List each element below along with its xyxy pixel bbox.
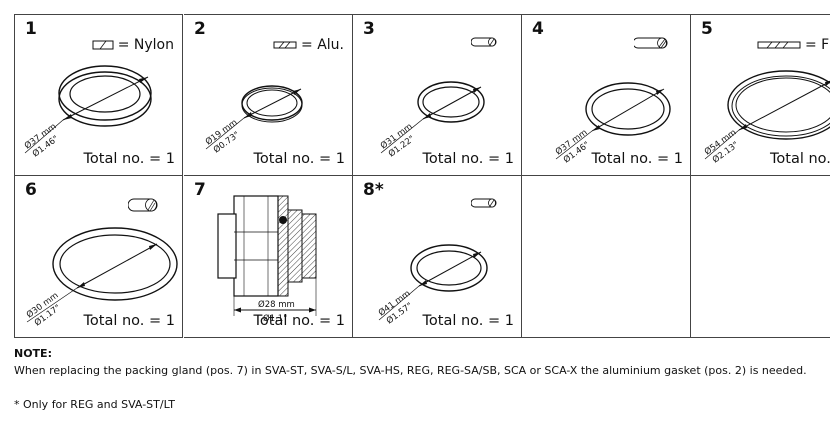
material-legend: = F bbox=[757, 37, 829, 53]
material-legend bbox=[128, 198, 162, 212]
part-cell-2: Ø19 mm Ø0.73" 2 = Alu. Total no. = 1 bbox=[184, 14, 353, 176]
part-cell-5: Ø54 mm Ø2.13" 5 = F Total no. bbox=[691, 14, 830, 176]
total-count: Total no. = 1 bbox=[83, 313, 175, 329]
part-number: 2 bbox=[194, 19, 206, 39]
part-cell-1: Ø37 mm Ø1.46" 1 = Nylon Total no. = 1 bbox=[14, 14, 183, 176]
part-number: 4 bbox=[532, 19, 544, 39]
material-legend: = Alu. bbox=[273, 37, 344, 53]
total-count: Total no. = 1 bbox=[422, 313, 514, 329]
dim-mm-7: Ø28 mm bbox=[258, 299, 295, 310]
total-count: Total no. = 1 bbox=[253, 313, 345, 329]
flat-gasket-drawing: Ø54 mm Ø2.13" bbox=[702, 70, 830, 165]
o-ring-drawing: Ø31 mm Ø1.22" bbox=[378, 81, 485, 159]
empty-cell bbox=[522, 176, 691, 338]
part-cell-3: Ø31 mm Ø1.22" 3 Total no. = 1 bbox=[353, 14, 522, 176]
o-ring-drawing: Ø30 mm Ø1.17" bbox=[24, 227, 178, 328]
flat-hatched-profile-icon bbox=[757, 41, 801, 49]
note-title: NOTE: bbox=[14, 347, 52, 360]
footnote: * Only for REG and SVA-ST/LT bbox=[14, 398, 175, 411]
parts-grid: Ø37 mm Ø1.46" 1 = Nylon Total no. = 1 Ø1… bbox=[14, 14, 830, 338]
flat-hatched-profile-icon bbox=[273, 41, 297, 49]
nylon-ring-drawing: Ø37 mm Ø1.46" bbox=[22, 65, 152, 159]
part-cell-7: Ø28 mm Ø1.1" 7 Total no. = 1 bbox=[184, 176, 353, 338]
material-legend: = Nylon bbox=[92, 37, 174, 53]
round-profile-icon bbox=[128, 198, 158, 212]
round-profile-icon bbox=[471, 37, 497, 47]
material-label: = Nylon bbox=[117, 37, 174, 53]
part-number: 8* bbox=[363, 180, 384, 200]
round-profile-icon bbox=[634, 37, 668, 49]
o-ring-drawing: Ø41 mm Ø1.57" bbox=[376, 244, 488, 326]
total-count: Total no. bbox=[770, 151, 830, 167]
dim-in-7: Ø1.1" bbox=[263, 313, 287, 324]
material-legend bbox=[634, 37, 672, 49]
part-number: 7 bbox=[194, 180, 206, 200]
total-count: Total no. = 1 bbox=[422, 151, 514, 167]
o-ring-drawing: Ø37 mm Ø1.46" bbox=[553, 82, 671, 165]
total-count: Total no. = 1 bbox=[253, 151, 345, 167]
material-legend bbox=[471, 198, 501, 208]
empty-cell bbox=[691, 176, 830, 338]
part-cell-6: Ø30 mm Ø1.17" 6 Total no. = 1 bbox=[14, 176, 183, 338]
part-number: 5 bbox=[701, 19, 713, 39]
aluminium-gasket-drawing: Ø19 mm Ø0.73" bbox=[203, 85, 303, 155]
round-profile-icon bbox=[471, 198, 497, 208]
part-number: 1 bbox=[25, 19, 37, 39]
part-cell-4: Ø37 mm Ø1.46" 4 Total no. = 1 bbox=[522, 14, 691, 176]
part-number: 3 bbox=[363, 19, 375, 39]
total-count: Total no. = 1 bbox=[83, 151, 175, 167]
part-number: 6 bbox=[25, 180, 37, 200]
material-legend bbox=[471, 37, 501, 47]
hatched-profile-icon bbox=[92, 40, 114, 50]
part-cell-8: Ø41 mm Ø1.57" 8* Total no. = 1 bbox=[353, 176, 522, 338]
packing-gland-section-drawing: Ø28 mm Ø1.1" bbox=[217, 195, 317, 324]
note-text: When replacing the packing gland (pos. 7… bbox=[14, 364, 807, 377]
material-label: = Alu. bbox=[301, 37, 344, 53]
material-label: = F bbox=[805, 37, 830, 53]
total-count: Total no. = 1 bbox=[591, 151, 683, 167]
